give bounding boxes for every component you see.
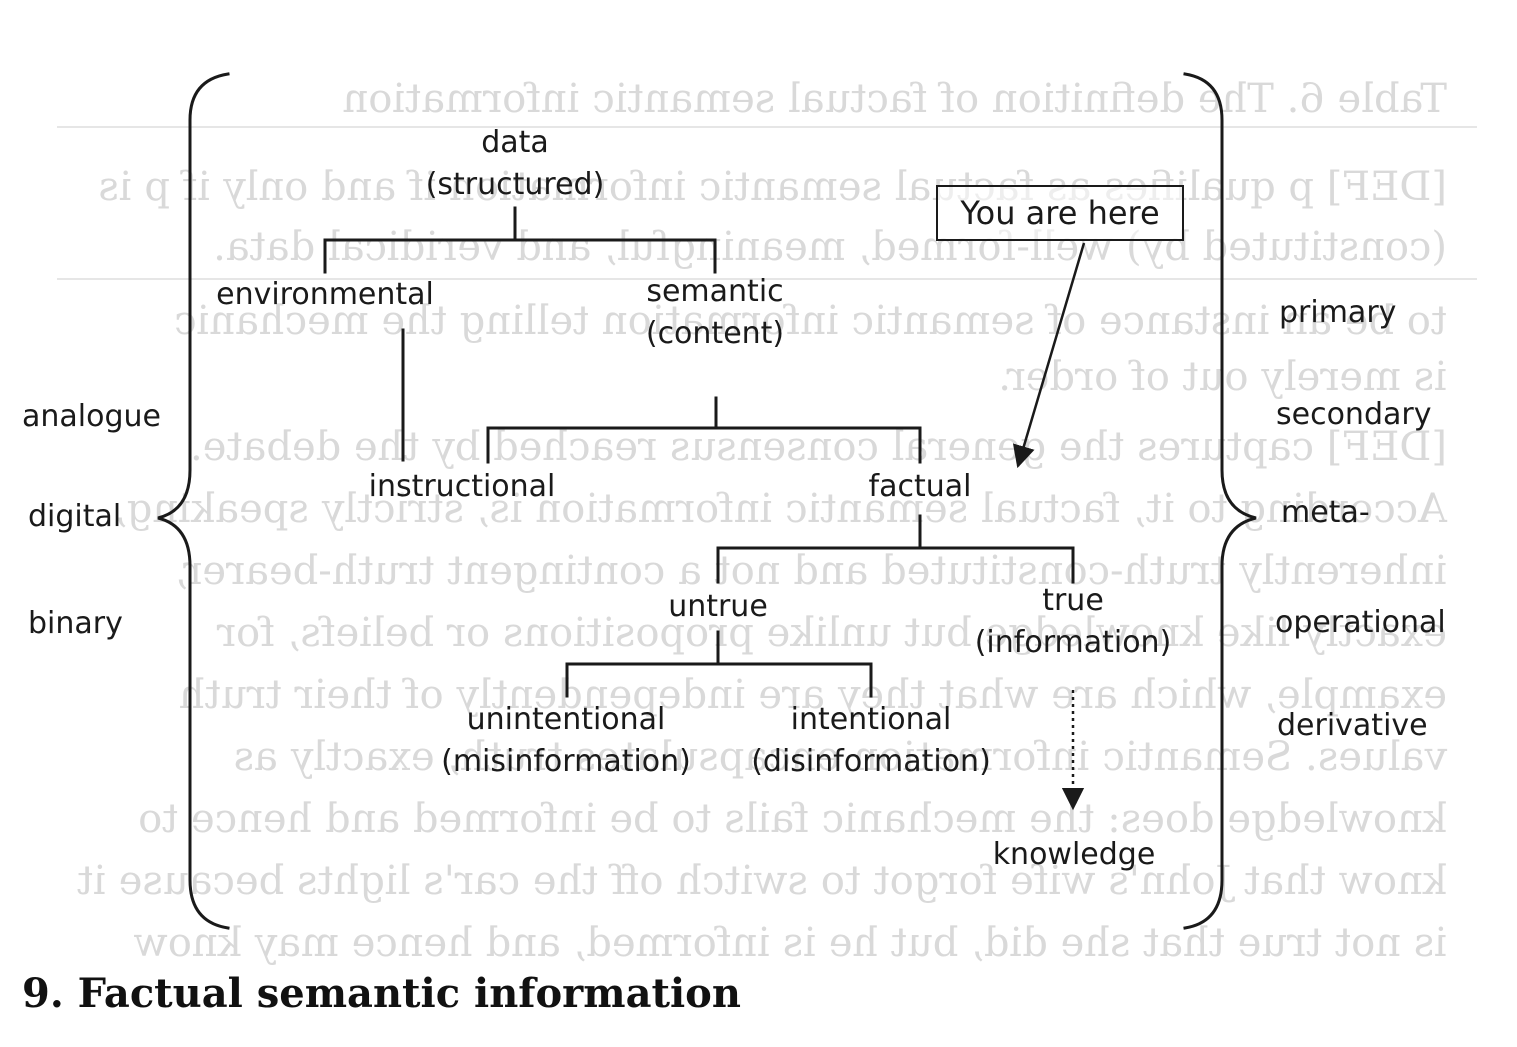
node-true-label: true <box>1042 583 1104 618</box>
connector-data-split <box>323 238 717 274</box>
node-unintentional: unintentional (misinformation) <box>430 699 702 783</box>
node-intentional-sublabel: (disinformation) <box>751 744 991 779</box>
node-factual: factual <box>868 469 972 504</box>
type-primary: primary <box>1279 295 1397 330</box>
type-digital: digital <box>28 499 122 534</box>
node-data-sublabel: (structured) <box>425 167 605 202</box>
type-derivative: derivative <box>1277 708 1428 743</box>
node-semantic-sublabel: (content) <box>645 316 785 351</box>
node-intentional: intentional (disinformation) <box>740 699 1002 783</box>
node-knowledge: knowledge <box>992 837 1156 872</box>
node-instructional: instructional <box>368 469 556 504</box>
connector-semantic-split <box>486 426 922 464</box>
node-intentional-label: intentional <box>790 702 952 737</box>
type-secondary: secondary <box>1276 397 1432 432</box>
type-operational: operational <box>1275 605 1446 640</box>
type-meta: meta- <box>1281 495 1370 530</box>
node-semantic-label: semantic <box>646 274 784 309</box>
left-brace <box>157 72 230 930</box>
node-data-label: data <box>481 125 549 160</box>
node-true: true (information) <box>960 580 1186 664</box>
right-brace <box>1183 72 1257 930</box>
section-heading: 9. Factual semantic information <box>22 970 741 1017</box>
connector-untrue-split <box>565 662 873 698</box>
node-untrue: untrue <box>668 589 768 624</box>
connector-factual-split <box>716 546 1075 584</box>
you-are-here-box: You are here <box>936 185 1184 241</box>
node-true-sublabel: (information) <box>974 625 1172 660</box>
node-unintentional-sublabel: (misinformation) <box>441 744 691 779</box>
type-binary: binary <box>28 606 123 641</box>
node-data: data (structured) <box>415 122 615 206</box>
type-analogue: analogue <box>22 399 161 434</box>
node-unintentional-label: unintentional <box>466 702 666 737</box>
node-environmental: environmental <box>216 277 434 312</box>
node-semantic: semantic (content) <box>615 271 815 355</box>
you-are-here-arrow <box>1012 242 1086 469</box>
